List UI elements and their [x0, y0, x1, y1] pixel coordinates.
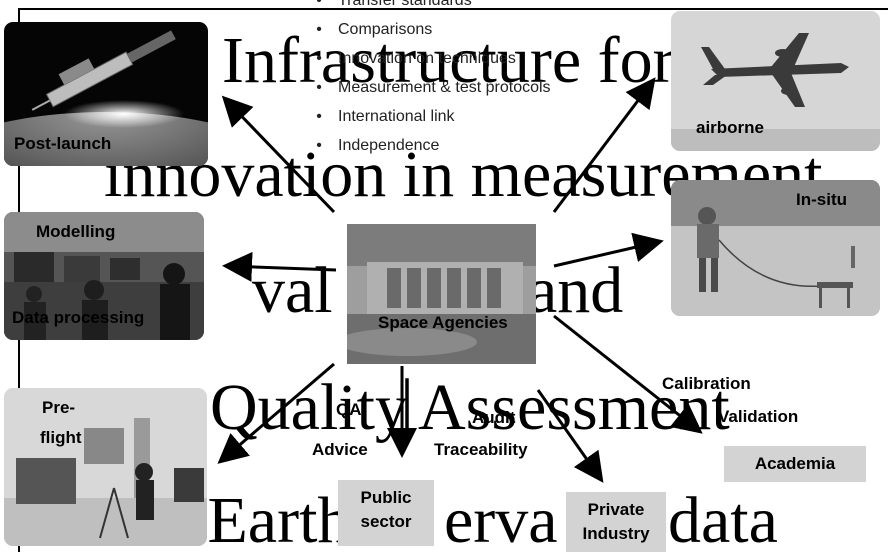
box-academia: Academia — [724, 446, 866, 482]
bullet-item: •Innovation on techniques — [316, 50, 516, 67]
frame-top-line — [18, 8, 888, 10]
label-in-situ: In-situ — [796, 190, 847, 209]
label-audit: Audit — [472, 408, 516, 427]
label-traceability: Traceability — [434, 440, 528, 459]
bullet-item: •Comparisons — [316, 21, 433, 38]
bullet-item: •Independence — [316, 137, 440, 154]
bullet-list: •Transfer standards •Comparisons •Innova… — [312, 0, 551, 160]
label-validation: Validation — [718, 407, 799, 426]
lab-image — [4, 388, 207, 546]
label-space-agencies: Space Agencies — [378, 313, 508, 332]
label-modelling: Modelling — [36, 222, 116, 241]
bullet-item: •Measurement & test protocols — [316, 79, 551, 96]
title-line-3a: val — [252, 254, 333, 327]
field-measurement-image — [671, 180, 880, 316]
box-public-sector: Public sector — [338, 480, 434, 546]
satellite-image — [4, 22, 208, 166]
building-image — [347, 224, 536, 364]
label-post-launch: Post-launch — [14, 134, 112, 153]
title-line-4-divider: | — [400, 366, 415, 443]
label-data-processing: Data processing — [12, 308, 145, 327]
bullet-item: •Transfer standards — [316, 0, 472, 9]
box-private-industry: Private Industry — [566, 492, 666, 552]
title-line-5b: erva — [444, 484, 558, 552]
label-advice: Advice — [312, 440, 368, 459]
title-line-5c: data — [668, 484, 778, 552]
label-airborne: airborne — [696, 118, 765, 137]
label-pre-flight-2: flight — [40, 428, 82, 447]
title-line-3b: and — [528, 254, 624, 327]
title-line-4a: Quality — [210, 371, 408, 444]
bullet-item: •International link — [316, 108, 455, 125]
airplane-image — [671, 11, 880, 151]
label-calibration: Calibration — [662, 374, 751, 393]
control-room-image — [4, 212, 204, 340]
label-pre-flight-1: Pre- — [42, 398, 76, 417]
label-qa: QA — [336, 400, 362, 419]
